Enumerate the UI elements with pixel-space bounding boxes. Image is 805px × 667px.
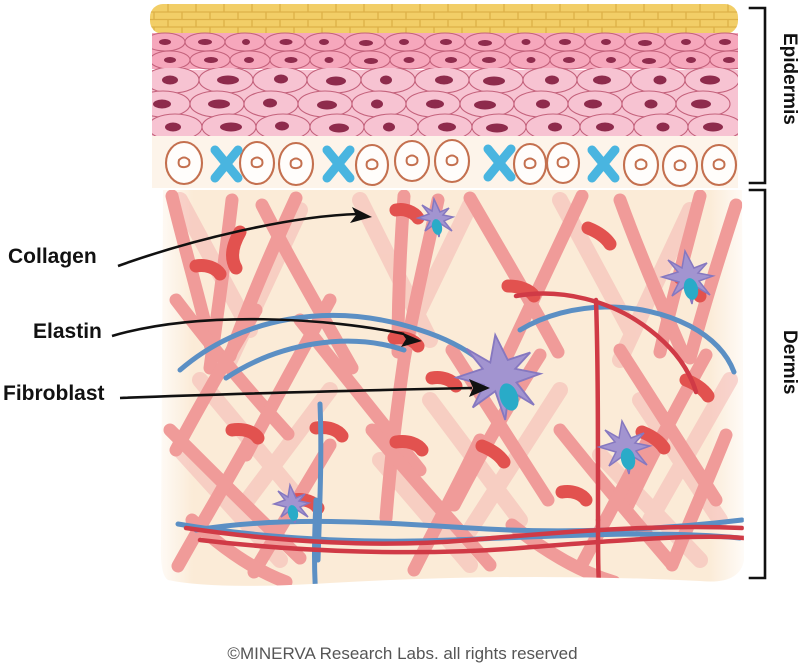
copyright-notice: ©MINERVA Research Labs. all rights reser… [227, 644, 578, 663]
fibroblast-nucleus [431, 219, 443, 235]
blood-vessels [183, 291, 744, 586]
collagen-arrow-line [117, 212, 359, 268]
granular-nuclei [159, 39, 735, 64]
elastin-arrow-head [401, 332, 422, 347]
fibroblast-cells [271, 196, 716, 524]
epidermis-bracket [748, 6, 767, 185]
basal-nuclei [177, 154, 726, 172]
spinous-cell-layer [152, 68, 738, 136]
dermis-layer [160, 190, 744, 586]
fibroblast-large [453, 332, 544, 421]
annotation-arrows [111, 207, 490, 400]
label-collagen: Collagen [8, 245, 97, 268]
layer-brackets [748, 6, 767, 580]
basal-cell-layer [152, 136, 738, 188]
blue-x-markers [210, 144, 620, 183]
fibroblast-upper-right [659, 248, 716, 305]
fibroblast-small-bottom [271, 482, 312, 524]
fibroblast-arrow-head [469, 379, 490, 397]
fibroblast-nucleus [499, 383, 519, 411]
label-elastin: Elastin [33, 320, 102, 343]
fibroblast-lower-right [596, 418, 653, 475]
dermis-bracket [748, 188, 767, 580]
fibroblast-nucleus [620, 448, 636, 470]
fibroblast-nucleus [683, 278, 699, 300]
fibroblast-nucleus [287, 505, 299, 521]
spinous-nuclei [153, 74, 723, 133]
stratum-corneum-layer [150, 4, 738, 34]
label-dermis: Dermis [779, 330, 800, 395]
label-fibroblast: Fibroblast [3, 382, 105, 405]
label-epidermis: Epidermis [779, 33, 800, 125]
collagen-arrow-head [350, 207, 372, 223]
elastin-arrow-line [111, 317, 405, 338]
fibroblast-small-top [415, 196, 456, 238]
granular-cell-layer [152, 32, 738, 70]
fibroblast-arrow-line [119, 386, 473, 400]
